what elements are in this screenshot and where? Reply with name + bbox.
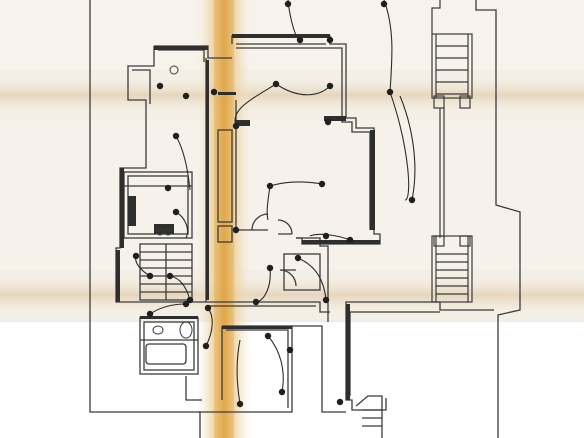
wiring-point	[204, 304, 212, 312]
wiring-point	[326, 82, 334, 90]
wiring-point	[146, 272, 154, 280]
door-hall	[251, 213, 269, 231]
wiring-point	[146, 310, 154, 318]
wiring-point	[284, 0, 292, 8]
site-boundary-right	[475, 0, 521, 438]
fold-stain-core	[214, 0, 234, 438]
wiring-point	[182, 300, 190, 308]
toilet	[179, 321, 193, 339]
bathtub	[145, 343, 187, 365]
wiring-point	[182, 92, 190, 100]
fold-stain-vertical	[196, 0, 252, 438]
wiring-point	[202, 342, 210, 350]
stove-burner	[164, 228, 172, 236]
hall-shaft	[217, 129, 233, 223]
wiring-point	[156, 82, 164, 90]
wiring-point	[236, 400, 244, 408]
wiring-point	[324, 118, 332, 126]
wiring-point	[132, 252, 140, 260]
wiring-point	[164, 184, 172, 192]
door-living	[277, 219, 293, 235]
fold-crease-upper	[0, 70, 584, 120]
left-wing-inner-2	[132, 69, 151, 104]
wiring-point	[232, 226, 240, 234]
stove-burner	[156, 228, 164, 236]
wiring-point	[322, 296, 330, 304]
wiring-point	[166, 272, 174, 280]
wiring-point	[186, 296, 194, 304]
wiring-point	[210, 88, 218, 96]
paper-middle-band	[0, 120, 584, 270]
wiring-point	[278, 388, 286, 396]
wiring-point	[172, 132, 180, 140]
door-entrance	[279, 269, 297, 287]
wall-fill-blocks	[116, 34, 380, 400]
bedroom-bottom-inner	[226, 329, 289, 408]
wiring-points	[132, 0, 416, 408]
wc-fixture	[169, 65, 179, 75]
sink	[152, 325, 164, 335]
hall-shaft-2	[217, 225, 233, 243]
wiring-point	[322, 232, 330, 240]
wiring-point	[386, 88, 394, 96]
staircase-right	[431, 0, 473, 303]
fold-crease-lower	[0, 268, 584, 322]
wiring-point	[266, 264, 274, 272]
wiring-point	[326, 36, 334, 44]
wiring-point	[286, 346, 294, 354]
middle-corridor	[206, 301, 330, 313]
wiring-point	[296, 36, 304, 44]
entrance-closet	[283, 253, 321, 291]
wiring-point	[172, 208, 180, 216]
wiring-point	[294, 254, 302, 262]
wiring-point	[252, 298, 260, 306]
wiring-point	[336, 398, 344, 406]
bathroom-inner	[143, 321, 195, 371]
wiring-point	[272, 80, 280, 88]
living-room-inner	[236, 47, 371, 230]
wiring-point	[346, 236, 354, 244]
wiring-point	[318, 180, 326, 188]
site-boundary-left	[89, 0, 201, 438]
lower-left-wall	[185, 376, 202, 401]
bedroom-bottom-right	[292, 325, 346, 413]
wiring-point	[232, 122, 240, 130]
stair-lower-right	[355, 395, 383, 438]
wiring-point	[266, 182, 274, 190]
wiring-point	[264, 332, 272, 340]
fixtures	[152, 65, 193, 339]
entrance-block	[296, 237, 329, 322]
wiring-point	[380, 0, 388, 8]
wiring-point	[408, 196, 416, 204]
